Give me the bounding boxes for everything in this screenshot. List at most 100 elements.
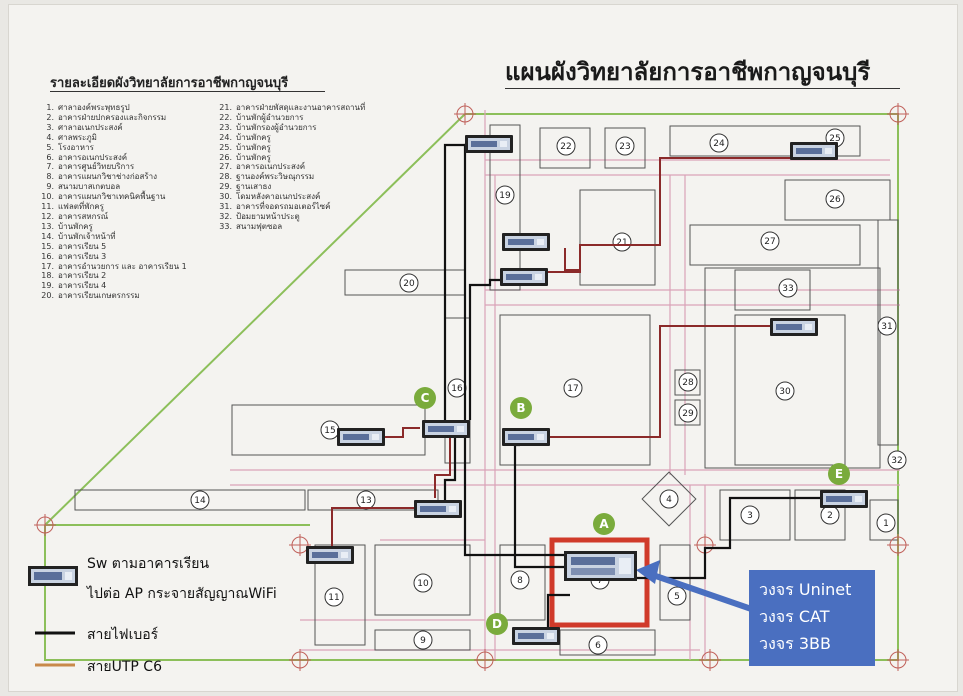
svg-text:E: E bbox=[835, 467, 843, 481]
building-marker-24: 24 bbox=[709, 133, 729, 153]
building-name: โดมหลังคาอเนกประสงค์ bbox=[236, 192, 321, 202]
svg-text:17: 17 bbox=[567, 384, 578, 394]
switch-building-16 bbox=[500, 268, 548, 286]
building-list-item: 18. อาคารเรียน 2 bbox=[40, 271, 187, 281]
legend-fiber-label: สายไฟเบอร์ bbox=[87, 627, 159, 643]
building-name: ฐานเสาธง bbox=[236, 182, 272, 192]
svg-text:9: 9 bbox=[420, 636, 426, 646]
legend-graphics bbox=[28, 566, 78, 667]
node-c-marker: C bbox=[414, 387, 436, 409]
building-number: 22. bbox=[219, 112, 232, 122]
svg-text:28: 28 bbox=[682, 378, 694, 388]
legend-utp-label: สายUTP C6 bbox=[87, 659, 162, 675]
building-name: อาคารที่จอดรถมอเตอร์ไซค์ bbox=[236, 202, 331, 212]
svg-text:14: 14 bbox=[194, 496, 206, 506]
building-number: 7. bbox=[46, 162, 54, 172]
map-title: แผนผังวิทยาลัยการอาชีพกาญจนบุรี bbox=[505, 58, 871, 86]
building-list-item: 10.อาคารแผนกวิชาเทคนิคพื้นฐาน bbox=[40, 192, 187, 202]
svg-text:3: 3 bbox=[747, 511, 753, 521]
building-name: โรงอาหาร bbox=[58, 142, 94, 152]
switch-building-15 bbox=[337, 428, 385, 446]
building-list-item: 12.อาคารสหกรณ์ bbox=[40, 212, 187, 222]
svg-text:21: 21 bbox=[616, 238, 627, 248]
legend-switch-label-2: ไปต่อ AP กระจายสัญญาณWiFi bbox=[87, 586, 277, 602]
building-marker-23: 23 bbox=[615, 136, 635, 156]
building-marker-31: 31 bbox=[877, 316, 897, 336]
building-number: 28. bbox=[219, 172, 232, 182]
svg-text:16: 16 bbox=[451, 384, 463, 394]
building-number: 33. bbox=[219, 221, 232, 231]
building-number: 18. bbox=[41, 271, 54, 281]
detail-underline bbox=[50, 91, 325, 92]
building-list-item: 13.บ้านพักครู bbox=[40, 222, 187, 232]
svg-text:22: 22 bbox=[560, 142, 571, 152]
building-number: 14. bbox=[41, 231, 54, 241]
building-marker-17: 17 bbox=[563, 378, 583, 398]
building-list-item: 14.บ้านพักเจ้าหน้าที่ bbox=[40, 232, 187, 242]
building-list-item: 19.อาคารเรียน 4 bbox=[40, 281, 187, 291]
building-list-item: 20.อาคารเรียนเกษตรกรรม bbox=[40, 291, 187, 301]
building-number: 19. bbox=[41, 281, 54, 291]
svg-text:2: 2 bbox=[827, 511, 833, 521]
building-list-item: 5.โรงอาหาร bbox=[40, 143, 187, 153]
building-name: ฐานองค์พระวิษณุกรรม bbox=[236, 172, 315, 182]
building-list-item: 31. อาคารที่จอดรถมอเตอร์ไซค์ bbox=[218, 202, 365, 212]
building-name: อาคารแผนกวิชาเทคนิคพื้นฐาน bbox=[58, 192, 166, 202]
svg-text:33: 33 bbox=[782, 284, 793, 294]
building-name: สนามบาสเกตบอล bbox=[58, 182, 121, 192]
building-marker-30: 30 bbox=[775, 381, 795, 401]
svg-text:23: 23 bbox=[619, 142, 630, 152]
utp-links bbox=[331, 157, 790, 552]
building-marker-14: 14 bbox=[190, 490, 210, 510]
building-name: บ้านพักครู bbox=[236, 142, 271, 152]
svg-text:29: 29 bbox=[682, 409, 694, 419]
network-nodes: A B C D E bbox=[414, 387, 850, 635]
building-name: ศาลาอเนกประสงค์ bbox=[58, 122, 123, 132]
building-name: แฟลตที่พักครู bbox=[58, 202, 104, 212]
switch-building-19 bbox=[502, 233, 550, 251]
building-name: อาคารอำนวยการ และ อาคารเรียน 1 bbox=[58, 261, 187, 271]
building-list-item: 23.บ้านพักรองผู้อำนวยการ bbox=[218, 123, 365, 133]
building-name: อาคารเรียน 3 bbox=[58, 251, 107, 261]
building-name: อาคารอเนกประสงค์ bbox=[58, 152, 128, 162]
building-number: 32. bbox=[219, 211, 232, 221]
node-d-marker: D bbox=[486, 613, 508, 635]
network-switches bbox=[306, 135, 868, 645]
building-list-right: 21.อาคารฝ่ายพัสดุและงานอาคารสถานที่22. บ้… bbox=[218, 103, 365, 232]
building-list-item: 28. ฐานองค์พระวิษณุกรรม bbox=[218, 172, 365, 182]
building-list-item: 21.อาคารฝ่ายพัสดุและงานอาคารสถานที่ bbox=[218, 103, 365, 113]
building-name: อาคารฝ่ายปกครองและกิจกรรม bbox=[58, 112, 167, 122]
building-name: อาคารฝ่ายพัสดุและงานอาคารสถานที่ bbox=[236, 103, 366, 112]
building-name: บ้านพักครู bbox=[58, 221, 93, 231]
building-marker-11: 11 bbox=[324, 587, 344, 607]
switch-building-30 bbox=[770, 318, 818, 336]
building-name: อาคารเรียน 2 bbox=[58, 271, 107, 281]
core-switch-a bbox=[564, 551, 637, 581]
building-marker-19: 19 bbox=[495, 185, 515, 205]
detail-title: รายละเอียดผังวิทยาลัยการอาชีพกาญจนบุรี bbox=[50, 76, 289, 91]
svg-text:20: 20 bbox=[403, 279, 415, 289]
svg-text:30: 30 bbox=[779, 387, 791, 397]
switch-building-19-top bbox=[465, 135, 513, 153]
building-list-item: 17.อาคารอำนวยการ และ อาคารเรียน 1 bbox=[40, 261, 187, 272]
building-marker-32: 32 bbox=[887, 450, 907, 470]
building-number: 27. bbox=[219, 162, 232, 172]
svg-text:5: 5 bbox=[674, 592, 680, 602]
building-number: 31. bbox=[219, 202, 232, 212]
building-number: 30. bbox=[219, 192, 232, 202]
building-number: 25. bbox=[219, 142, 232, 152]
building-list-item: 11.แฟลตที่พักครู bbox=[40, 202, 187, 212]
svg-text:31: 31 bbox=[881, 322, 892, 332]
building-number: 9. bbox=[46, 182, 54, 192]
legend-switch-label-1: Sw ตามอาคารเรียน bbox=[87, 556, 210, 572]
switch-node-b bbox=[502, 428, 550, 446]
building-list-item: 25. บ้านพักครู bbox=[218, 143, 365, 153]
isp-arrow bbox=[636, 560, 761, 615]
building-number: 15. bbox=[41, 241, 54, 251]
legend-switch-icon bbox=[28, 566, 78, 586]
svg-text:C: C bbox=[421, 391, 430, 405]
building-marker-29: 29 bbox=[678, 403, 698, 423]
building-list-item: 3.ศาลาอเนกประสงค์ bbox=[40, 123, 187, 133]
building-marker-21: 21 bbox=[612, 232, 632, 252]
node-e-marker: E bbox=[828, 463, 850, 485]
